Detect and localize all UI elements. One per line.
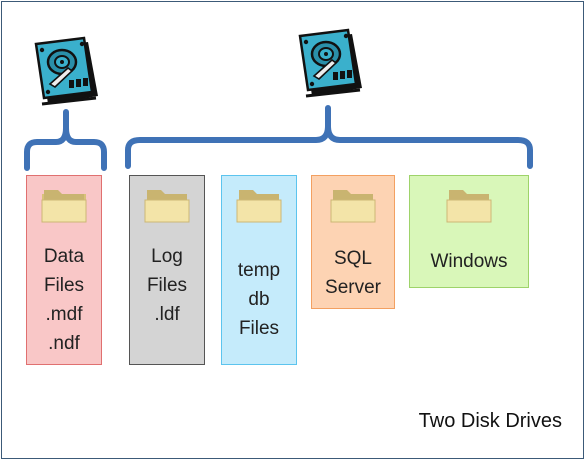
folder-icon [446, 190, 492, 223]
brace-right [125, 105, 533, 169]
diagram-caption: Two Disk Drives [418, 410, 562, 432]
box-label-line: SQL [333, 248, 373, 269]
box-label-line: db [248, 289, 270, 310]
box-label-line: .mdf [45, 304, 83, 325]
box-label-line: Data [43, 246, 85, 267]
windows-box: Windows [409, 175, 529, 288]
box-label-line: Server [325, 277, 381, 298]
box-label-line: Files [146, 275, 188, 296]
folder-icon [41, 190, 87, 223]
folder-icon [330, 190, 376, 223]
box-label-line: Files [43, 275, 85, 296]
data-files-box: Data Files .mdf .ndf [26, 175, 102, 365]
hard-drive-icon [34, 36, 100, 106]
brace-left [24, 109, 107, 171]
box-label-line: Windows [430, 251, 508, 272]
box-label-line: Log [151, 246, 183, 267]
box-label-line: .ldf [154, 304, 180, 325]
box-label-line: temp [237, 260, 281, 281]
tempdb-files-box: temp db Files [221, 175, 297, 365]
folder-icon [144, 190, 190, 223]
hard-drive-icon [298, 28, 364, 98]
folder-icon [236, 190, 282, 223]
box-label-line: Files [238, 318, 280, 339]
log-files-box: Log Files .ldf [129, 175, 205, 365]
box-label-line: .ndf [48, 333, 80, 354]
sql-server-box: SQL Server [311, 175, 395, 309]
